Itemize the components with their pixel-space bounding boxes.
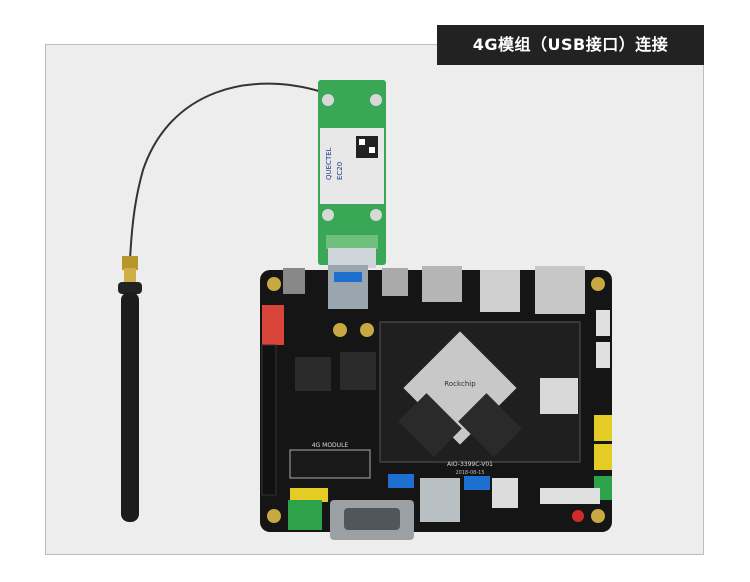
led — [572, 510, 584, 522]
hdmi-port — [422, 266, 462, 302]
usb-plug — [328, 248, 376, 268]
antenna-connector — [122, 256, 138, 270]
antenna-cable — [129, 82, 323, 261]
title-tag: 4G模组（USB接口）连接 — [437, 25, 704, 65]
type-c-port — [382, 268, 408, 296]
4g-module — [318, 80, 386, 268]
usb-port — [328, 265, 368, 309]
terminal-block — [288, 500, 322, 530]
red-connector — [262, 305, 284, 345]
silkscreen-4g: 4G MODULE — [312, 442, 349, 449]
antenna-rod — [121, 292, 139, 522]
dp-port — [480, 270, 520, 312]
module-model: EC20 — [336, 162, 344, 180]
yellow-connector — [594, 444, 612, 470]
yellow-connector — [594, 415, 612, 441]
ram-chip — [458, 393, 522, 457]
main-board: Rockchip 4G MODULE AIO-3399C-V01 2018-08… — [260, 265, 612, 540]
usb-stack — [420, 478, 460, 522]
module-brand: QUECTEL — [325, 147, 333, 180]
ethernet-port — [535, 266, 585, 314]
connector — [283, 268, 305, 294]
board-name: AIO-3399C-V01 — [447, 461, 493, 468]
soc-label: Rockchip — [444, 380, 476, 388]
ram-chip — [398, 393, 462, 457]
antenna — [118, 256, 142, 522]
wifi-module — [540, 378, 578, 414]
board-date: 2018-08-15 — [455, 470, 484, 476]
m2-slot — [289, 449, 371, 479]
